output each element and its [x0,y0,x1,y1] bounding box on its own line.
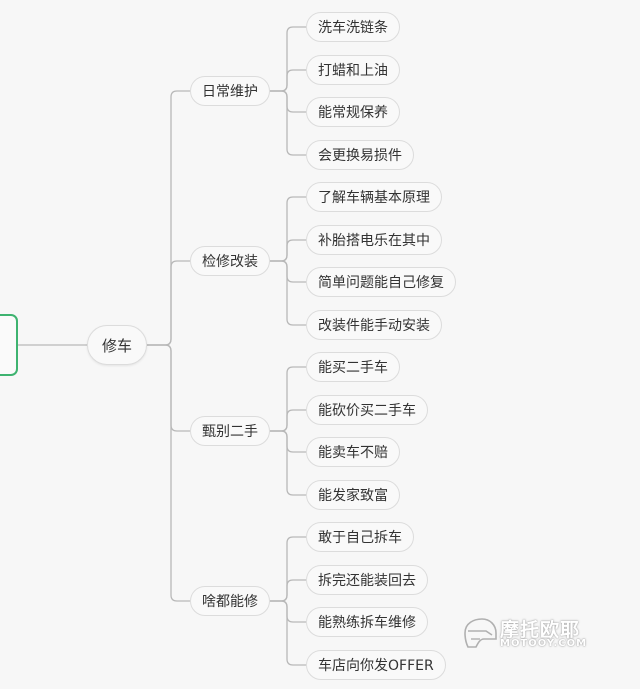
leaf-node[interactable]: 简单问题能自己修复 [306,267,456,297]
branch-to-leaf-connector [270,579,306,602]
branch-to-leaf-connector [270,90,306,156]
leaf-node[interactable]: 能发家致富 [306,480,400,510]
branch-to-leaf-connector [270,536,306,602]
leaf-node[interactable]: 能常规保养 [306,97,400,127]
branch-node-fix-anything[interactable]: 啥都能修 [190,586,270,616]
watermark: 摩托欧耶 MOTOOY.COM [462,615,592,655]
branch-to-leaf-connector [270,600,306,666]
leaf-node[interactable]: 了解车辆基本原理 [306,182,442,212]
leaf-node[interactable]: 能卖车不赔 [306,437,400,467]
leaf-node[interactable]: 改装件能手动安装 [306,310,442,340]
branch-node-used-bikes[interactable]: 甄别二手 [190,416,270,446]
leaf-node[interactable]: 敢于自己拆车 [306,522,414,552]
branch-to-leaf-connector [270,260,306,326]
leaf-node[interactable]: 能熟练拆车维修 [306,607,428,637]
leaf-node[interactable]: 车店向你发OFFER [306,650,446,680]
branch-to-leaf-connector [270,90,306,113]
helmet-logo-icon [464,618,497,648]
branch-to-leaf-connector [270,26,306,92]
branch-to-leaf-connector [270,196,306,262]
branch-to-leaf-connector [270,409,306,432]
branch-to-leaf-connector [270,260,306,283]
branch-to-leaf-connector [270,430,306,496]
branch-to-leaf-connector [270,430,306,453]
branch-to-leaf-connector [270,366,306,432]
leaf-node[interactable]: 能买二手车 [306,352,400,382]
leaf-node[interactable]: 打蜡和上油 [306,55,400,85]
center-to-branch-connector [147,260,190,346]
center-to-branch-connector [147,344,190,602]
leaf-node[interactable]: 会更换易损件 [306,140,414,170]
watermark-text: 摩托欧耶 [500,619,581,641]
watermark-subtext: MOTOOY.COM [500,638,588,649]
center-to-branch-connector [147,344,190,432]
center-node-xiuche[interactable]: 修车 [87,325,148,365]
center-to-branch-connector [147,90,190,346]
branch-node-repair-modify[interactable]: 检修改装 [190,246,270,276]
leaf-node[interactable]: 洗车洗链条 [306,12,400,42]
leaf-node[interactable]: 补胎搭电乐在其中 [306,225,442,255]
branch-to-leaf-connector [270,600,306,623]
root-node[interactable] [0,314,18,376]
branch-to-leaf-connector [270,69,306,92]
leaf-node[interactable]: 能砍价买二手车 [306,395,428,425]
branch-to-leaf-connector [270,239,306,262]
leaf-node[interactable]: 拆完还能装回去 [306,565,428,595]
branch-node-daily-maintenance[interactable]: 日常维护 [190,76,270,106]
